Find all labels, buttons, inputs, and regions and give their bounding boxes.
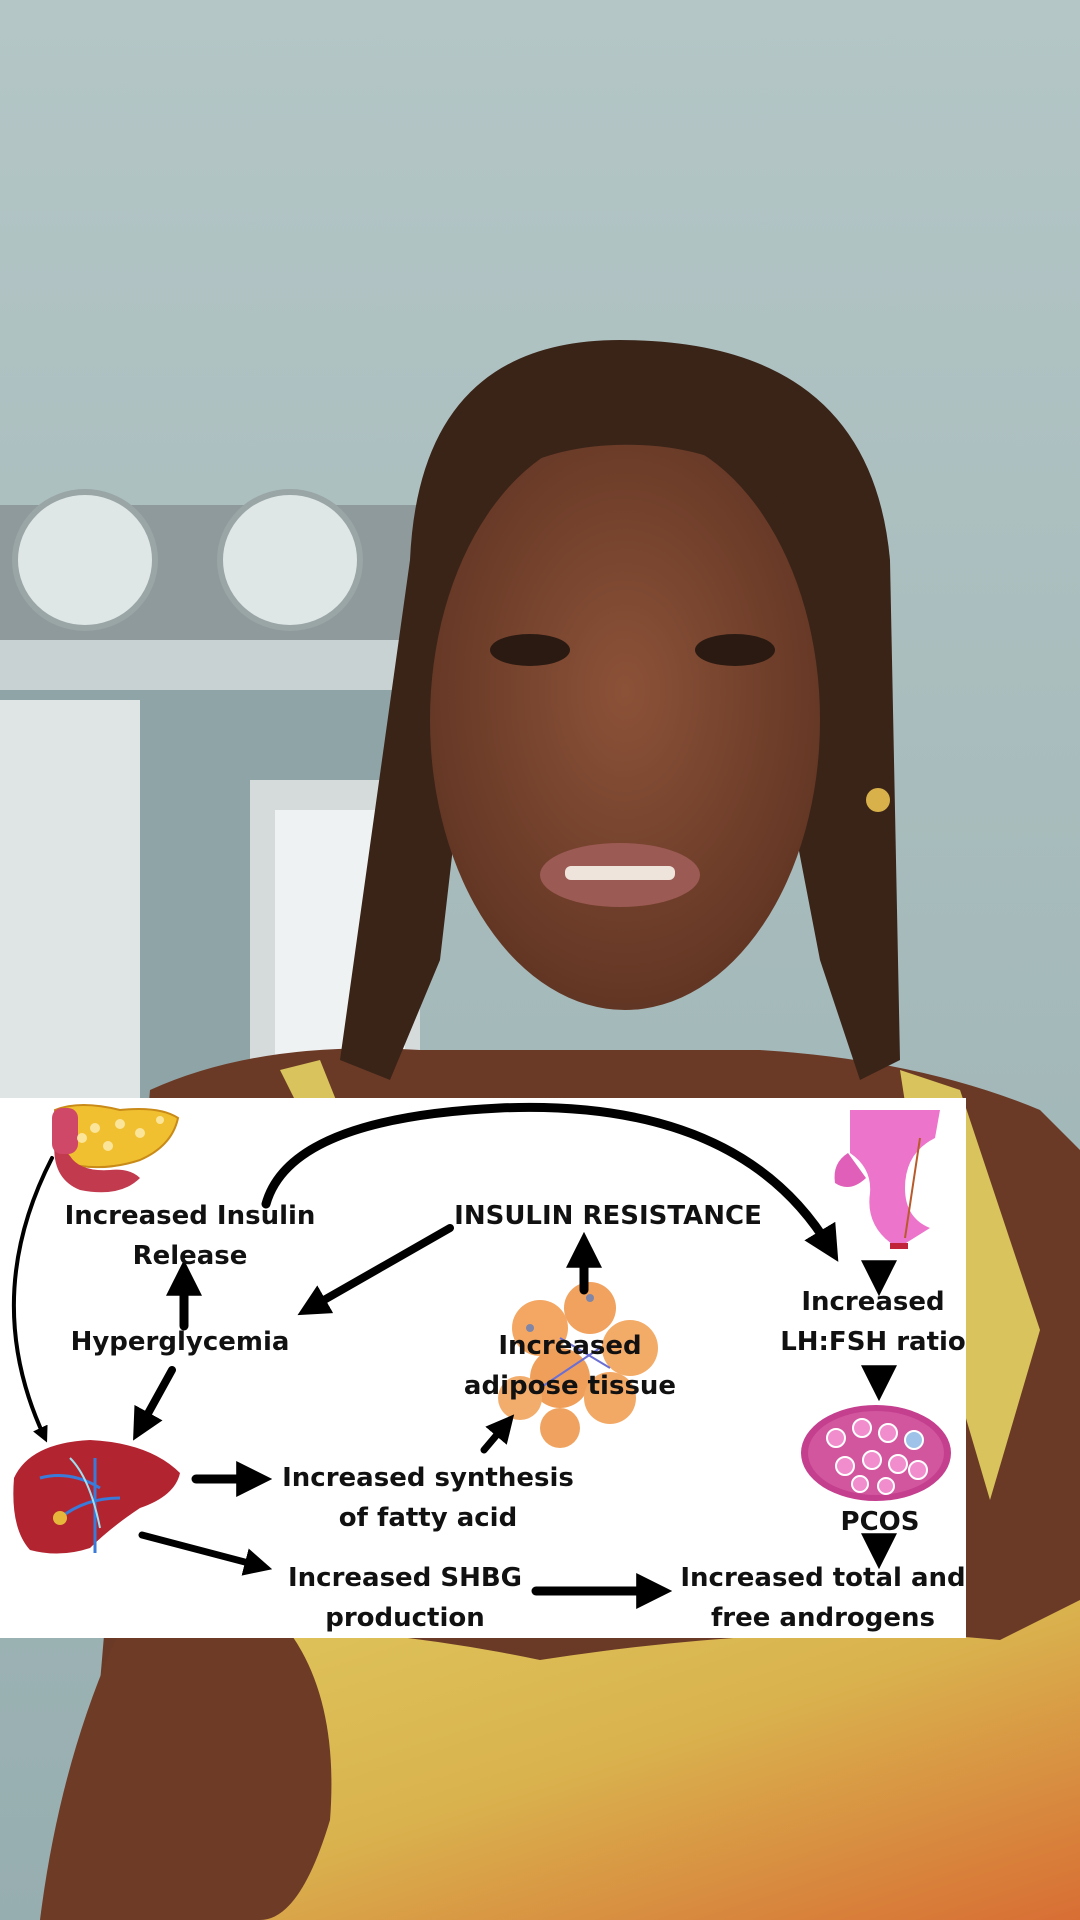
node-fatty-acid-line-1: Increased synthesis (282, 1463, 574, 1493)
arrow-pancreas-to-liver (11, 1156, 54, 1443)
node-increased-adipose-tissue: Increased adipose tissue (460, 1326, 680, 1406)
arrow-liver-to-shbg (138, 1531, 273, 1576)
adipose-cells-icon (498, 1282, 658, 1448)
ovary-icon (801, 1405, 951, 1501)
diagram-graphics (11, 1102, 951, 1609)
node-insulin-release-line-1: Increased Insulin (64, 1201, 316, 1231)
pituitary-icon (834, 1110, 940, 1249)
arrow-resistance-to-hyperglycemia (297, 1224, 454, 1316)
node-androgens-line-2: free androgens (710, 1603, 936, 1633)
node-increased-insulin-release: Increased Insulin Release (60, 1196, 320, 1276)
diagram-arrows (11, 1102, 897, 1609)
node-lhfsh-line-2: LH:FSH ratio (780, 1327, 966, 1357)
node-pcos: PCOS (840, 1507, 920, 1537)
node-shbg-line-1: Increased SHBG (287, 1563, 522, 1593)
node-lhfsh-line-1: Increased (801, 1287, 945, 1317)
person-hand (40, 1612, 332, 1920)
node-increased-lh-fsh-ratio: Increased LH:FSH ratio (780, 1282, 966, 1362)
node-hyperglycemia: Hyperglycemia (70, 1327, 290, 1357)
node-insulin-resistance: INSULIN RESISTANCE (454, 1201, 762, 1231)
vanity-light (0, 489, 420, 690)
node-shbg-line-2: production (325, 1603, 485, 1633)
person-face (430, 430, 820, 1010)
arrow-hyperglycemia-to-liver (133, 1366, 176, 1441)
arrow-insulin-to-lhfsh (261, 1102, 839, 1262)
node-increased-shbg-production: Increased SHBG production (270, 1558, 540, 1638)
node-insulin-release-line-2: Release (132, 1241, 248, 1271)
pcos-diagram: Increased Insulin Release INSULIN RESIST… (0, 1098, 966, 1638)
node-androgens-line-1: Increased total and (680, 1563, 966, 1593)
node-fatty-acid-line-2: of fatty acid (338, 1503, 518, 1533)
pancreas-icon (52, 1104, 180, 1193)
node-adipose-line-1: Increased (498, 1331, 642, 1361)
arrow-fatty-to-adipose (480, 1414, 515, 1454)
node-adipose-line-2: adipose tissue (463, 1371, 677, 1401)
person-top (80, 1600, 1080, 1920)
node-increased-total-free-androgens: Increased total and free androgens (680, 1558, 966, 1638)
node-increased-synthesis-fatty-acid: Increased synthesis of fatty acid (270, 1458, 586, 1538)
liver-icon (13, 1440, 181, 1554)
